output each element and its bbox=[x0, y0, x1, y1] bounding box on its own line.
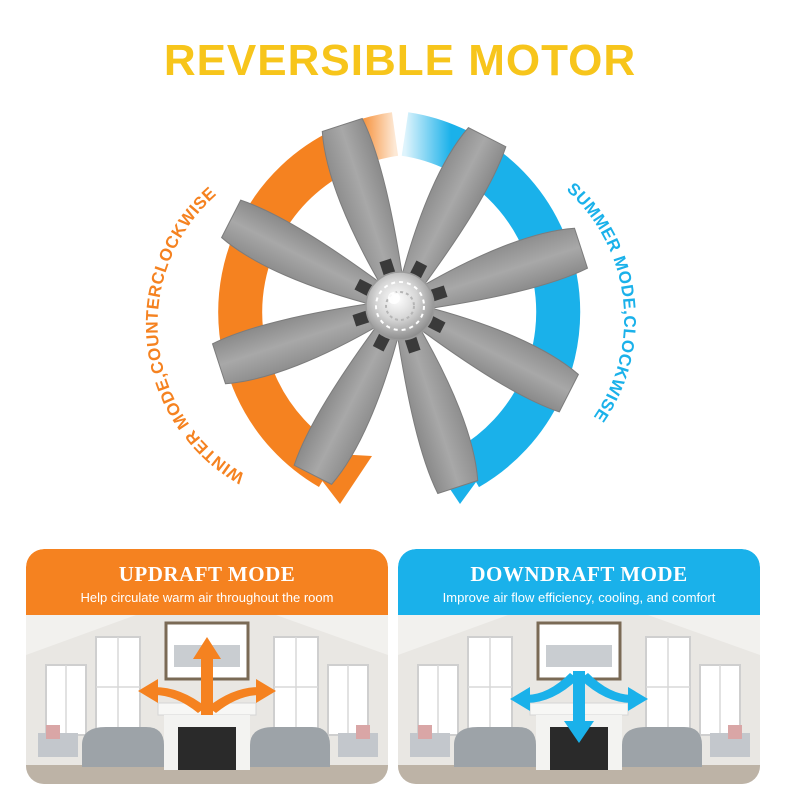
fan-blade bbox=[221, 199, 390, 308]
crystal-hub bbox=[365, 271, 435, 341]
fan-blade bbox=[321, 117, 405, 293]
panel-subtitle: Improve air flow efficiency, cooling, an… bbox=[442, 590, 716, 605]
living-room-image bbox=[26, 615, 388, 784]
downdraft-mode-panel: DOWNDRAFT MODE Improve air flow efficien… bbox=[398, 549, 760, 784]
updraft-mode-panel: UPDRAFT MODE Help circulate warm air thr… bbox=[26, 549, 388, 784]
page-title: REVERSIBLE MOTOR bbox=[163, 36, 637, 85]
fan-blades bbox=[211, 117, 589, 495]
living-room-image bbox=[398, 615, 760, 784]
fan-blade bbox=[395, 319, 479, 495]
panel-header: DOWNDRAFT MODE Improve air flow efficien… bbox=[398, 549, 760, 615]
panel-title: DOWNDRAFT MODE bbox=[470, 562, 688, 586]
fan-blade bbox=[413, 227, 589, 311]
panel-header: UPDRAFT MODE Help circulate warm air thr… bbox=[26, 549, 388, 615]
panel-title: UPDRAFT MODE bbox=[118, 562, 296, 586]
fan-blade bbox=[398, 127, 507, 296]
panel-subtitle: Help circulate warm air throughout the r… bbox=[80, 590, 334, 605]
fan-blade bbox=[410, 304, 579, 413]
downdraft-arrows-icon bbox=[510, 671, 648, 743]
fan-blade bbox=[211, 301, 387, 385]
fan-blade bbox=[293, 316, 402, 485]
updraft-arrows-icon bbox=[138, 637, 276, 715]
reversible-fan-diagram: WINTER MODE,COUNTERCLOCKWISE SUMMER MODE… bbox=[142, 112, 639, 504]
